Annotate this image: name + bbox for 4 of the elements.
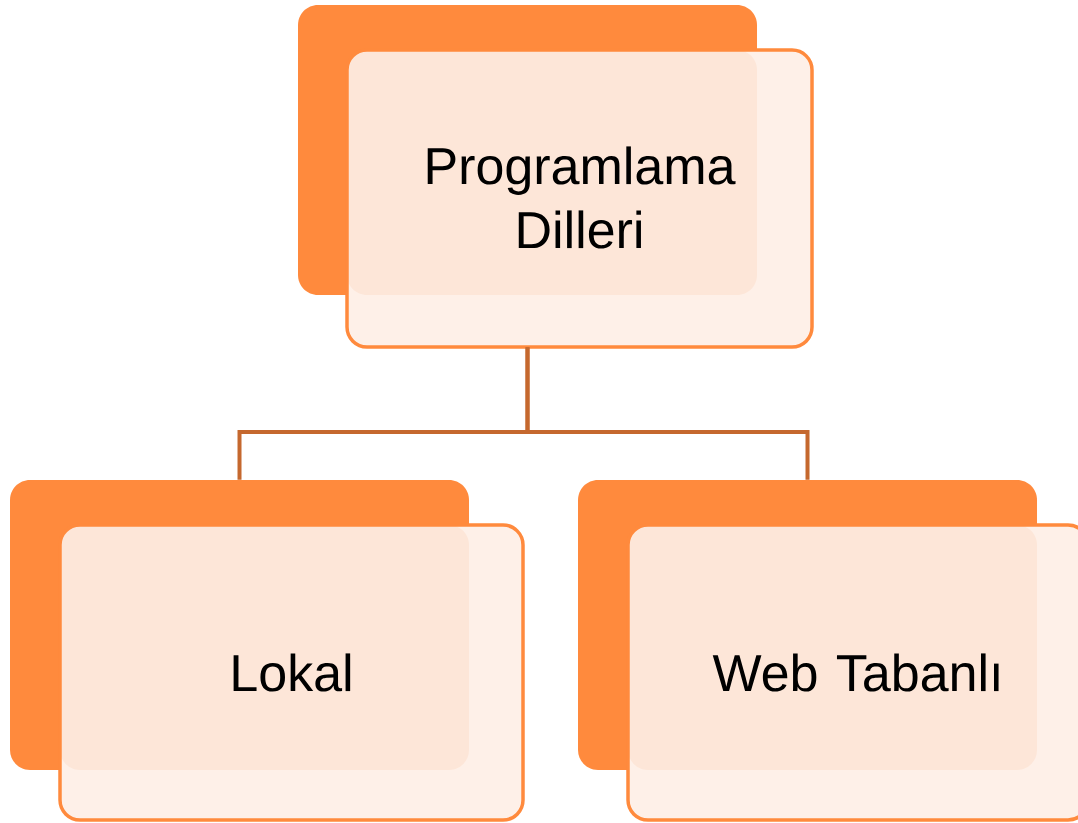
org-chart-box: Lokal xyxy=(10,480,525,822)
org-chart-box: Web Tabanlı xyxy=(578,480,1078,822)
org-chart-box: Programlama Dilleri xyxy=(298,5,814,349)
connector-line xyxy=(525,347,810,480)
